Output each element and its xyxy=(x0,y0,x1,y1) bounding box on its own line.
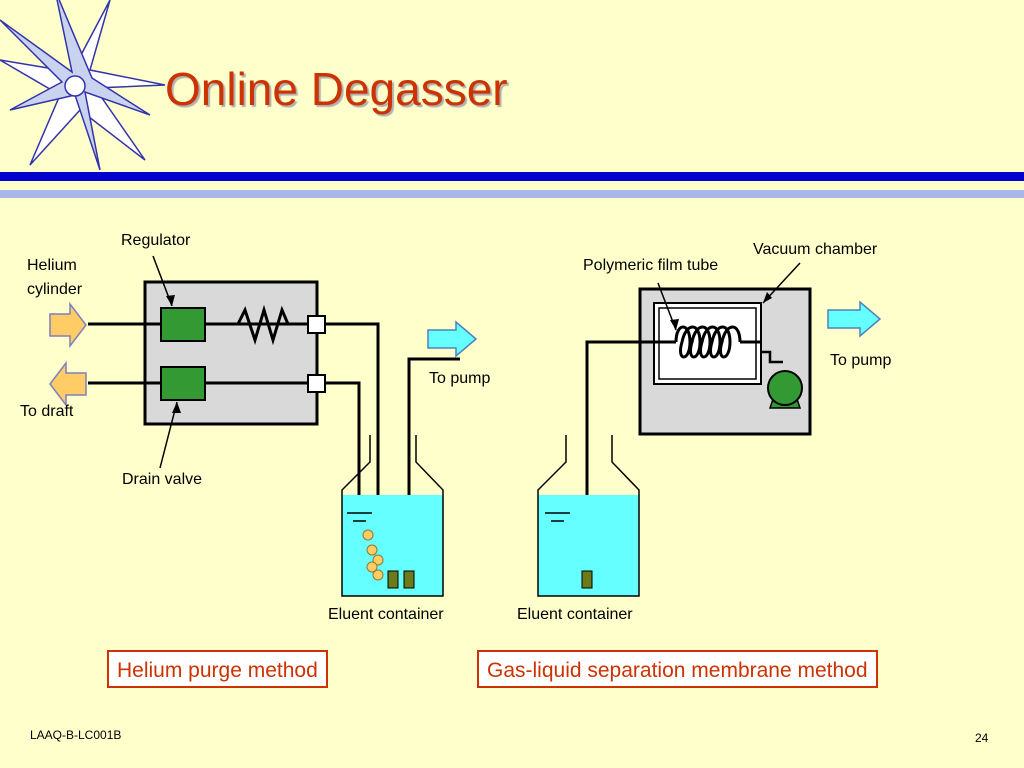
polymeric-film-tube xyxy=(674,325,742,359)
outlet-tip xyxy=(403,570,415,589)
label-regulator: Regulator xyxy=(121,232,191,249)
vacuum-pump-icon xyxy=(767,370,803,409)
inlet-tip xyxy=(581,570,593,589)
sparger-tip xyxy=(387,570,399,589)
to-pump-arrow-right xyxy=(827,300,882,338)
page-number: 24 xyxy=(975,731,989,745)
helium-bubbles xyxy=(362,529,384,581)
title-rule-light xyxy=(0,190,1024,198)
footer-id: LAAQ-B-LC001B xyxy=(30,728,122,742)
label-to-draft: To draft xyxy=(20,403,74,420)
membrane-method-box: Gas-liquid separation membrane method xyxy=(477,650,878,688)
restrictor-coil xyxy=(232,304,300,346)
fitting-lower xyxy=(307,374,326,393)
helium-inlet-arrow xyxy=(49,301,87,349)
membrane-diagram xyxy=(537,262,882,597)
fitting-upper xyxy=(307,315,326,334)
label-vacuum-chamber: Vacuum chamber xyxy=(753,241,878,258)
helium-purge-method-box: Helium purge method xyxy=(107,650,328,688)
label-helium-cylinder: Helium cylinder xyxy=(27,257,83,298)
label-eluent-container-left: Eluent container xyxy=(328,606,444,623)
draft-outlet-arrow xyxy=(49,360,87,408)
label-to-pump-left: To pump xyxy=(429,370,491,387)
label-to-pump-right: To pump xyxy=(830,352,892,369)
label-eluent-container-right: Eluent container xyxy=(517,606,633,623)
title-rule-dark xyxy=(0,172,1024,181)
label-polymeric-film-tube: Polymeric film tube xyxy=(583,257,719,274)
to-pump-arrow-left xyxy=(427,320,478,358)
drain-valve xyxy=(160,366,206,401)
helium-purge-diagram xyxy=(49,255,478,597)
regulator-valve xyxy=(160,307,206,342)
label-drain-valve: Drain valve xyxy=(122,471,203,488)
starburst-icon xyxy=(0,0,166,171)
page-title: Online Degasser xyxy=(165,63,508,115)
